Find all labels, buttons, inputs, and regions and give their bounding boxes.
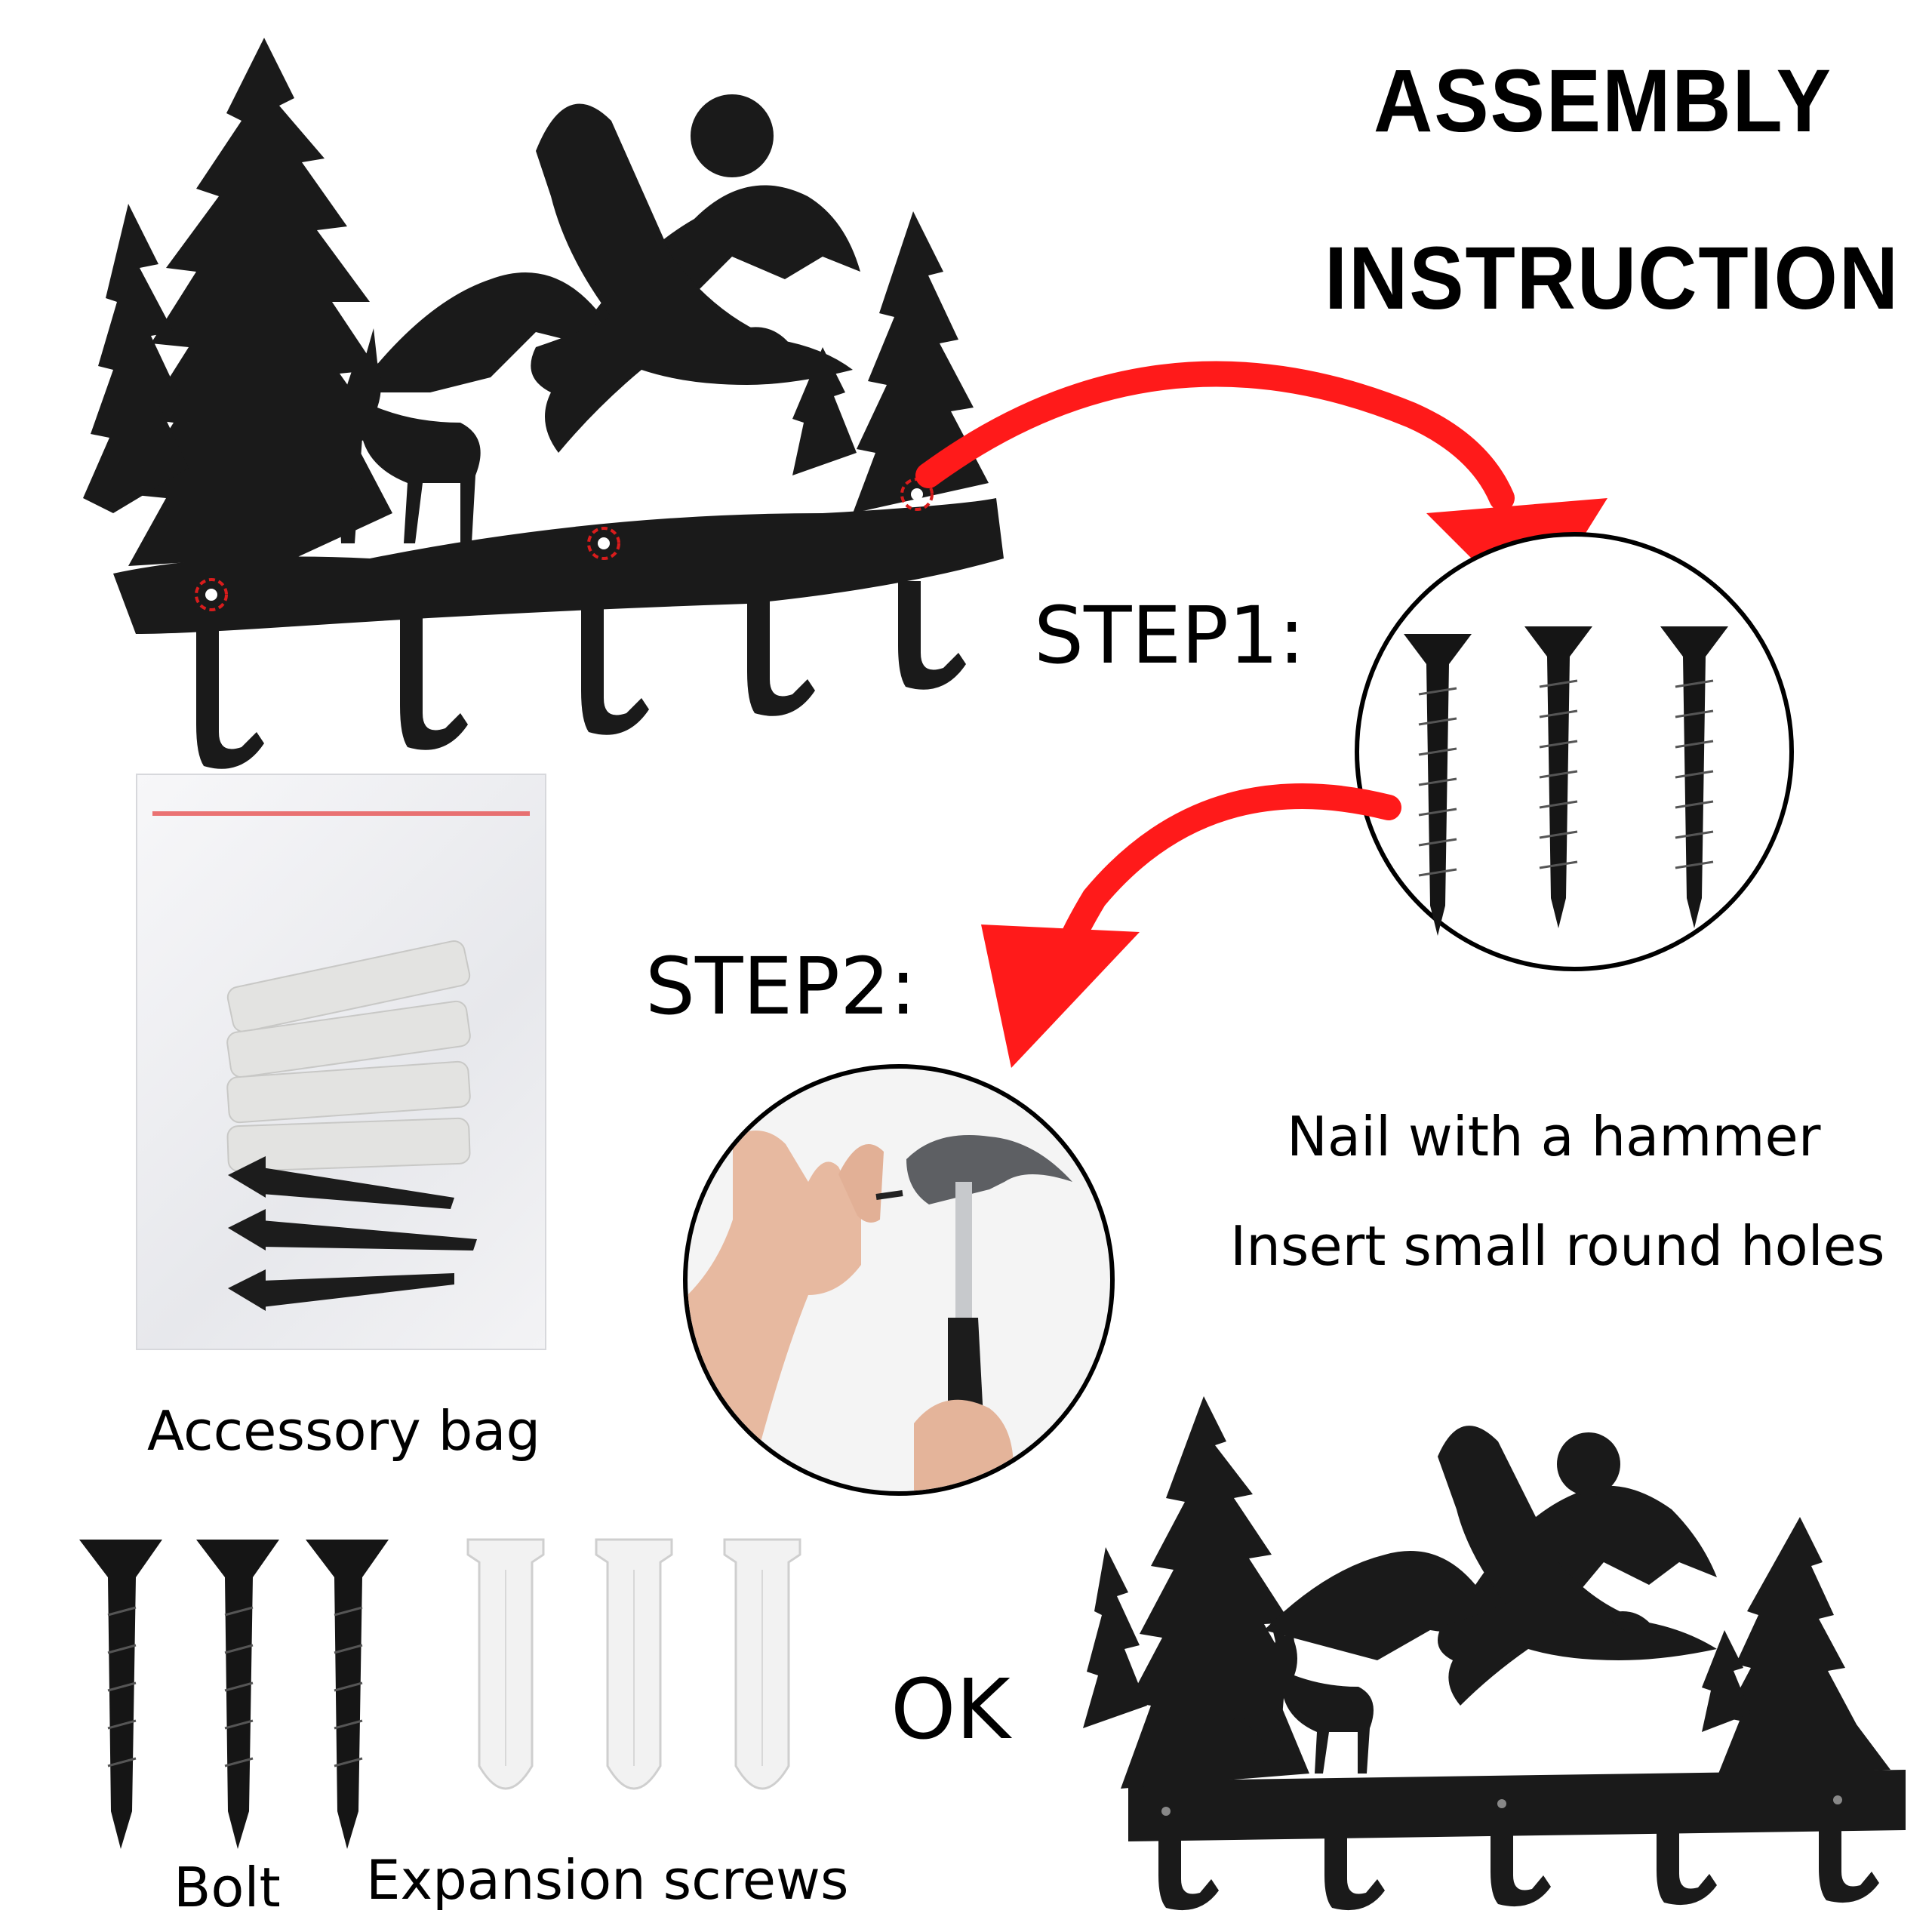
hook bbox=[196, 581, 966, 769]
title-line2: INSTRUCTION bbox=[1324, 229, 1900, 328]
accessory-bag-label: Accessory bag bbox=[147, 1399, 541, 1463]
instruction-line1: Nail with a hammer bbox=[1287, 1105, 1821, 1168]
anchors-row bbox=[466, 1538, 801, 1790]
bolt-label: Bolt bbox=[174, 1856, 281, 1919]
accessory-bag bbox=[136, 774, 546, 1350]
title-line1: ASSEMBLY bbox=[1374, 51, 1832, 151]
ok-label: OK bbox=[891, 1661, 1011, 1758]
screw-icon bbox=[1404, 626, 1728, 936]
hammer-circle bbox=[683, 1064, 1115, 1496]
screw-icon bbox=[228, 1156, 477, 1311]
step2-label: STEP2: bbox=[645, 940, 917, 1032]
arrow-to-step2 bbox=[981, 783, 1401, 1068]
wall-anchor-icon bbox=[226, 940, 471, 1173]
bolts-row bbox=[79, 1540, 389, 1849]
screws-circle bbox=[1355, 532, 1794, 971]
hook-rack-illustration-top bbox=[83, 38, 1004, 769]
step1-label: STEP1: bbox=[1034, 589, 1306, 681]
mount-hole bbox=[195, 478, 934, 611]
screws-group bbox=[1404, 626, 1728, 936]
expansion-screws-label: Expansion screws bbox=[366, 1848, 849, 1912]
screw-icon bbox=[79, 1540, 389, 1849]
instruction-line2: Insert small round holes bbox=[1230, 1214, 1885, 1278]
hook-rack-illustration-bottom bbox=[1083, 1396, 1906, 1911]
